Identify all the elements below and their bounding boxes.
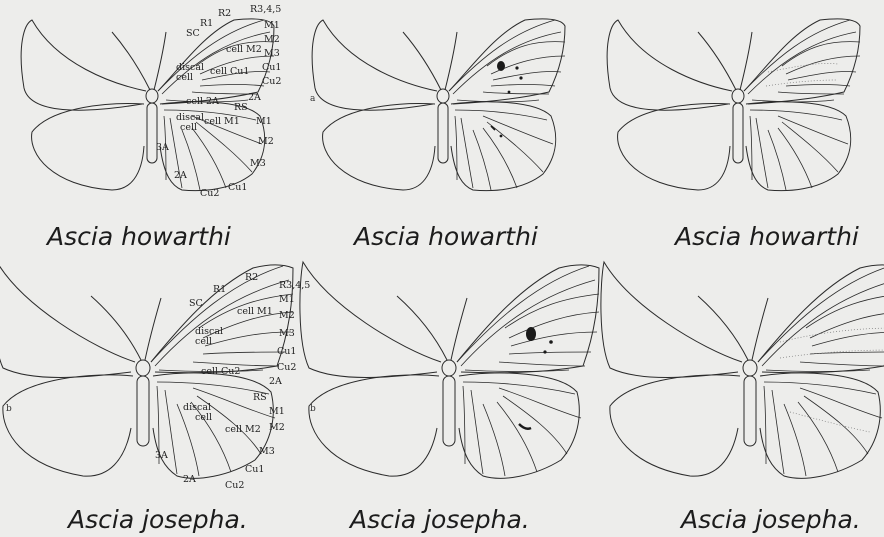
vein-label: Cu1	[262, 62, 281, 73]
vein-label: RS	[253, 392, 267, 403]
caption-howarthi-shading: Ascia howarthi	[675, 222, 859, 251]
vein-label: M2	[269, 422, 285, 433]
vein-label: Cu1	[228, 182, 247, 193]
vein-label: M1	[256, 116, 272, 127]
panel-mark-a: a	[310, 94, 316, 104]
vein-label: RS	[234, 102, 248, 113]
vein-label: M1	[264, 20, 280, 31]
cell-label: cell M2	[226, 44, 262, 55]
vein-label: SC	[186, 28, 200, 39]
vein-label: R3,4,5	[279, 280, 310, 291]
vein-label: M1	[279, 294, 295, 305]
cell-label: cell	[195, 412, 212, 423]
vein-label: 2A	[174, 170, 187, 181]
vein-label: Cu2	[200, 188, 219, 199]
vein-label: M3	[250, 158, 266, 169]
josepha-underside-shading-diagram	[601, 262, 884, 478]
vein-label: Cu1	[277, 346, 296, 357]
howarthi-underside-shading-diagram	[607, 19, 860, 191]
panel-mark-b-left: b	[6, 404, 12, 414]
cell-label: cell 2A	[186, 96, 219, 107]
josepha-underside-spots-diagram	[300, 262, 599, 478]
howarthi-underside-spots-diagram	[312, 19, 565, 191]
caption-howarthi-spots: Ascia howarthi	[354, 222, 538, 251]
vein-label: 2A	[183, 474, 196, 485]
cell-label: cell Cu2	[201, 366, 240, 377]
cell-label: cell M1	[237, 306, 273, 317]
cell-label: cell M1	[204, 116, 240, 127]
vein-label: M2	[279, 310, 295, 321]
cell-label: cell	[195, 336, 212, 347]
vein-label: R2	[245, 272, 258, 283]
vein-label: Cu1	[245, 464, 264, 475]
caption-josepha-spots: Ascia josepha.	[350, 505, 530, 534]
josepha-venation-diagram: SC R1 R2 R3,4,5 M1 M2 M3 Cu1 Cu2 2A cell…	[0, 262, 310, 491]
vein-label: R2	[218, 8, 231, 19]
vein-label: SC	[189, 298, 203, 309]
cell-label: cell Cu1	[210, 66, 249, 77]
vein-label: 2A	[269, 376, 282, 387]
vein-label: M3	[279, 328, 295, 339]
vein-label: Cu2	[262, 76, 281, 87]
panel-mark-b-middle: b	[310, 404, 316, 414]
caption-josepha-venation: Ascia josepha.	[68, 505, 248, 534]
vein-label: R3,4,5	[250, 4, 281, 15]
vein-label: M3	[264, 48, 280, 59]
caption-josepha-shading: Ascia josepha.	[681, 505, 861, 534]
vein-label: 3A	[156, 142, 169, 153]
vein-label: R1	[213, 284, 226, 295]
howarthi-venation-diagram: SC R1 R2 R3,4,5 M1 M2 M3 Cu1 Cu2 2A cell…	[21, 4, 281, 199]
vein-label: 2A	[248, 92, 261, 103]
vein-label: M2	[264, 34, 280, 45]
caption-howarthi-venation: Ascia howarthi	[47, 222, 231, 251]
vein-label: Cu2	[225, 480, 244, 491]
vein-label: M2	[258, 136, 274, 147]
vein-label: M3	[259, 446, 275, 457]
vein-label: R1	[200, 18, 213, 29]
vein-label: 3A	[155, 450, 168, 461]
vein-label: Cu2	[277, 362, 296, 373]
cell-label: cell	[180, 122, 197, 133]
cell-label: cell M2	[225, 424, 261, 435]
vein-label: M1	[269, 406, 285, 417]
cell-label: cell	[176, 72, 193, 83]
